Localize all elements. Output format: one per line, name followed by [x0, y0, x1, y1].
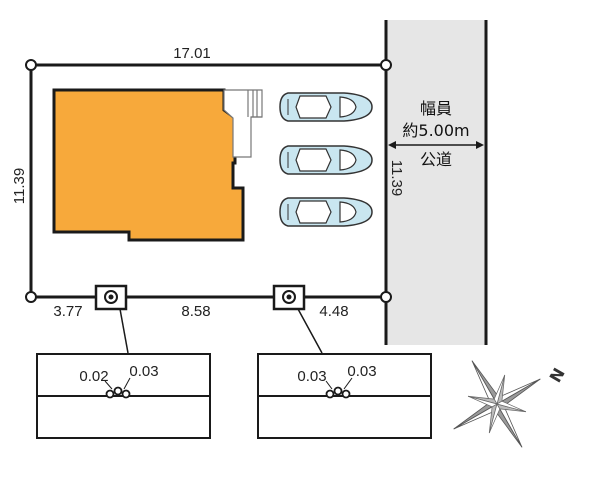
detail-right-offset-2: 0.03 — [347, 363, 376, 380]
road-width-value: 約5.00m — [402, 121, 469, 140]
parked-car — [279, 145, 373, 175]
compass-rose-icon — [453, 360, 541, 448]
dimension-left: 11.39 — [11, 168, 28, 204]
lot-corner-marker — [25, 291, 37, 303]
lot-boundary — [29, 63, 388, 299]
leader-line — [297, 308, 323, 354]
detail-left-offset-2: 0.03 — [129, 363, 158, 380]
boundary-marker — [272, 284, 306, 311]
road-width-arrowhead-right — [476, 141, 484, 149]
lot-corner-marker — [380, 59, 392, 71]
road-width-label: 幅員 — [420, 99, 452, 118]
dimension-top: 17.01 — [173, 45, 211, 62]
entrance-steps — [223, 89, 263, 158]
detail-box-left: 0.02 0.03 — [36, 353, 211, 439]
leader-line — [119, 308, 129, 354]
building-footprint — [52, 88, 245, 242]
compass-north-label: N — [546, 365, 569, 386]
road-type-label: 公道 — [420, 150, 452, 169]
boundary-marker — [94, 284, 128, 311]
lot-corner-marker — [380, 291, 392, 303]
public-road — [386, 20, 486, 345]
detail-right-offset-1: 0.03 — [297, 368, 326, 385]
lot-corner-marker — [25, 59, 37, 71]
parked-car — [279, 92, 373, 122]
dimension-right: 11.39 — [388, 160, 405, 196]
dimension-bottom-right: 4.48 — [319, 303, 348, 320]
road-width-arrowhead-left — [388, 141, 396, 149]
dimension-bottom-middle: 8.58 — [181, 303, 210, 320]
detail-left-offset-1: 0.02 — [79, 368, 108, 385]
detail-box-right: 0.03 0.03 — [257, 353, 432, 439]
parked-car — [279, 197, 373, 227]
dimension-bottom-left: 3.77 — [53, 303, 82, 320]
